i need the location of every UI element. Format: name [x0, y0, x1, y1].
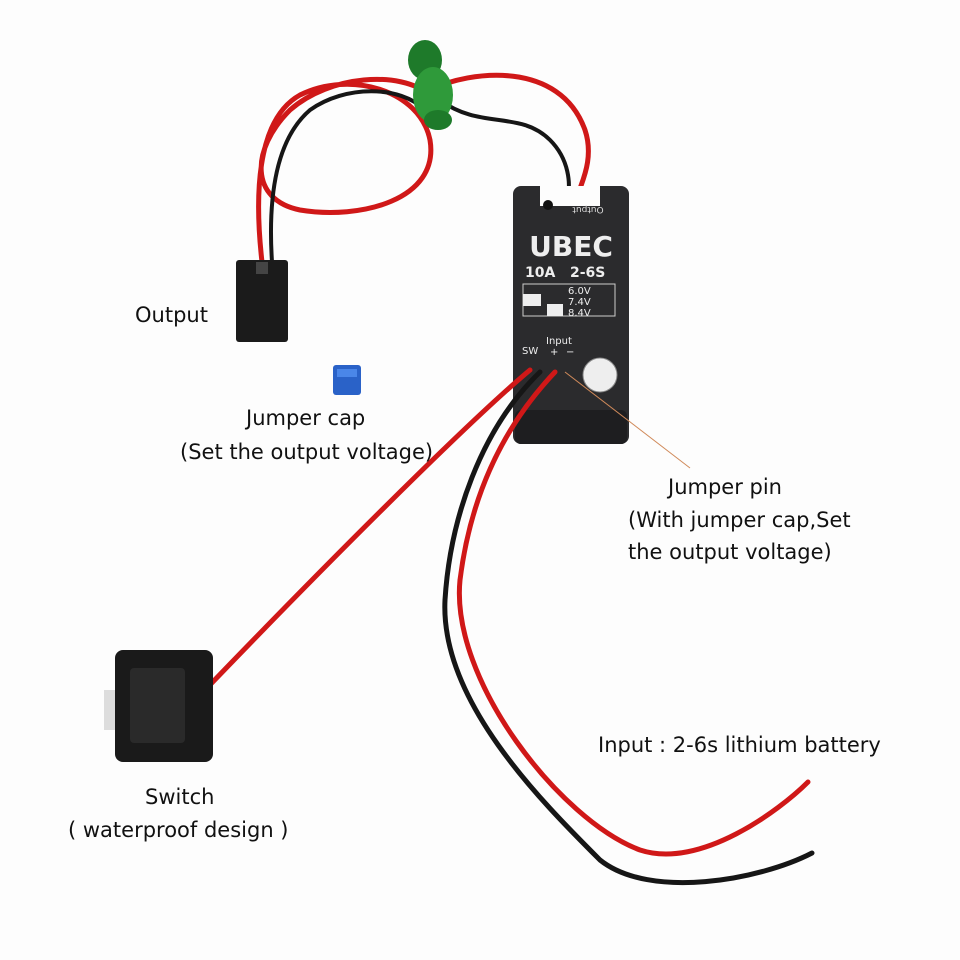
- device-minus: −: [566, 347, 574, 358]
- label-output: Output: [135, 303, 208, 327]
- voltage-6v: 6.0V: [568, 286, 591, 297]
- label-switch: Switch: [145, 785, 215, 809]
- ubec-module: Output UBEC 10A 2-6S 6.0V 7.4V 8.4V SW I…: [513, 186, 629, 444]
- label-jumper-pin: Jumper pin: [668, 475, 782, 499]
- label-switch-note: ( waterproof design ): [68, 818, 289, 842]
- input-wires: [202, 367, 815, 885]
- device-input: Input: [546, 336, 572, 347]
- ferrite-ring: [408, 40, 453, 130]
- device-brand: UBEC: [529, 230, 613, 263]
- waterproof-switch: [104, 650, 213, 762]
- device-cells: 2-6S: [570, 265, 605, 281]
- label-jumper-pin-note-2: the output voltage): [628, 540, 832, 564]
- voltage-8v4: 8.4V: [568, 308, 591, 319]
- device-output-mark: Output: [572, 204, 604, 214]
- output-connector: [236, 260, 288, 342]
- label-jumper-pin-note-1: (With jumper cap,Set: [628, 508, 851, 532]
- label-jumper-cap-note: (Set the output voltage): [180, 440, 434, 464]
- output-wires: [256, 72, 591, 265]
- jumper-cap: [333, 365, 361, 395]
- capacitor: [582, 357, 618, 393]
- label-jumper-cap: Jumper cap: [246, 406, 366, 430]
- device-sw: SW: [522, 346, 538, 357]
- device-current: 10A: [525, 265, 555, 281]
- label-input: Input : 2-6s lithium battery: [598, 733, 881, 757]
- voltage-7v4: 7.4V: [568, 297, 591, 308]
- device-plus: +: [550, 347, 558, 358]
- jumper-pin-pointer: [564, 371, 691, 469]
